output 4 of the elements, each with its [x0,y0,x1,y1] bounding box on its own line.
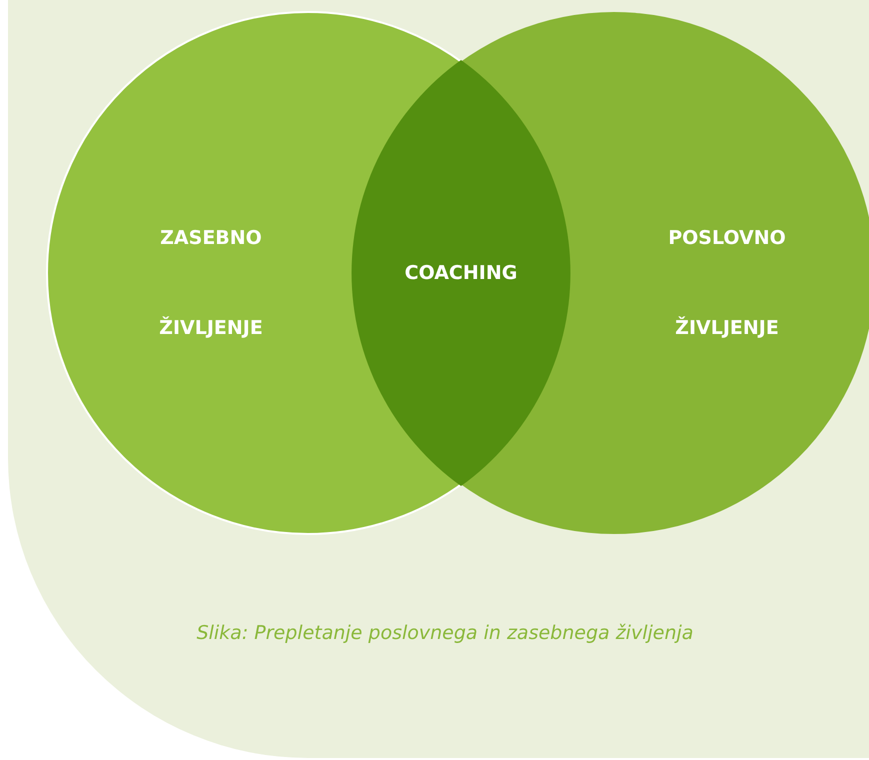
circle-label: POSLOVNO ŽIVLJENJE [667,226,787,341]
circle-label: ZASEBNO ŽIVLJENJE [158,226,264,341]
overlap-label: COACHING [404,261,518,285]
caption: Slika: Prepletanje poslovnega in zasebnega življenja [196,622,694,644]
